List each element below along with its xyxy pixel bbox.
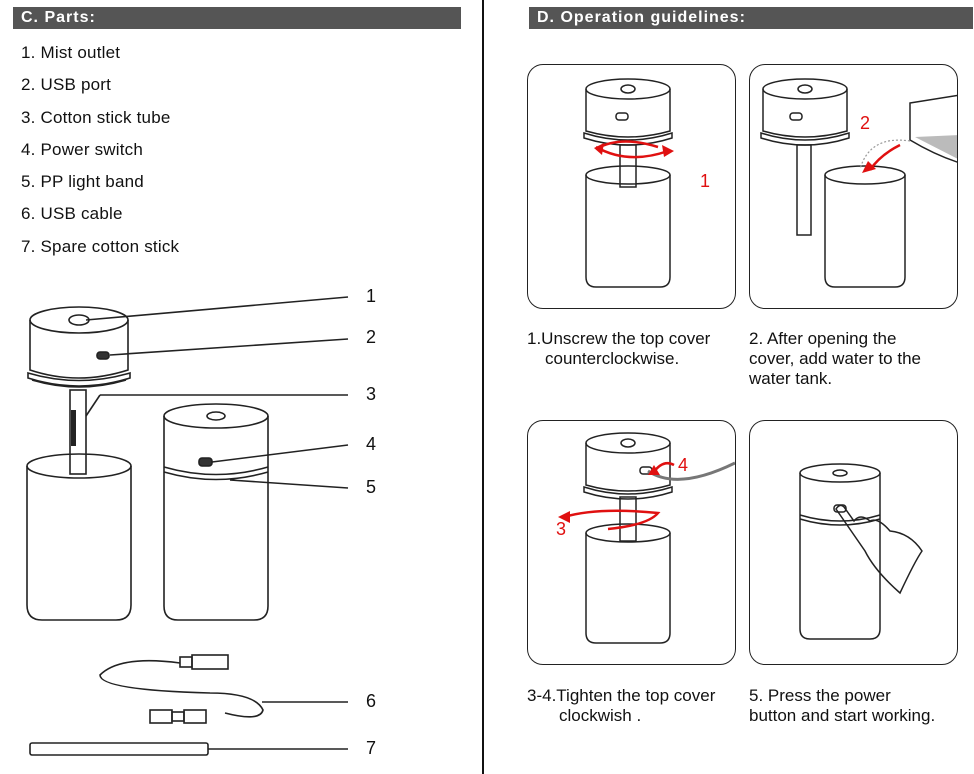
- callout-4: 4: [366, 434, 377, 454]
- pitcher-icon: [909, 94, 957, 163]
- column-divider: [482, 0, 484, 774]
- step34-caption: 3-4.Tighten the top cover clockwish .: [527, 686, 715, 726]
- step2-caption-line3: water tank.: [749, 369, 833, 388]
- step1-illustration: [583, 78, 674, 288]
- step3-number: 3: [556, 519, 567, 539]
- part-item-cotton-stick-tube: 3. Cotton stick tube: [21, 107, 171, 127]
- section-d-heading: D. Operation guidelines:: [529, 7, 973, 29]
- callout-2: 2: [366, 327, 377, 347]
- step34-caption-line1: 3-4.Tighten the top cover: [527, 686, 716, 705]
- step34-panel: 4 3: [527, 420, 736, 665]
- callout-6: 6: [366, 691, 377, 711]
- usb-cable-icon: [99, 659, 264, 718]
- step4-number: 4: [678, 455, 689, 475]
- left-cap-body: [29, 320, 129, 379]
- step1-caption-line2: counterclockwise.: [545, 349, 680, 368]
- step2-caption-line1: 2. After opening the: [749, 329, 897, 348]
- step2-caption: 2. After opening the cover, add water to…: [749, 329, 921, 389]
- step1-number: 1: [700, 171, 711, 191]
- pressing-finger-icon: [835, 504, 923, 595]
- left-cap-top: [29, 306, 129, 334]
- step1-caption-line1: 1.Unscrew the top cover: [527, 329, 711, 348]
- part-item-pp-light-band: 5. PP light band: [21, 172, 144, 192]
- pp-light-band-icon: [163, 466, 269, 481]
- callout-7: 7: [366, 738, 377, 758]
- part-item-mist-outlet: 1. Mist outlet: [21, 43, 121, 62]
- step34-caption-line2: clockwish .: [559, 706, 642, 725]
- clockwise-arrow-icon: [563, 509, 661, 531]
- step1-panel: 1: [527, 64, 736, 309]
- step5-caption: 5. Press the power button and start work…: [749, 686, 935, 726]
- callout-5: 5: [366, 477, 377, 497]
- step2-illustration: [760, 78, 957, 288]
- part-item-spare-cotton-stick: 7. Spare cotton stick: [21, 236, 180, 256]
- section-c-heading: C. Parts:: [13, 7, 461, 29]
- step5-panel: [749, 420, 958, 665]
- step5-caption-line2: button and start working.: [749, 706, 936, 725]
- callout-3: 3: [366, 384, 377, 404]
- left-tank: [26, 466, 132, 621]
- counterclockwise-arrow-icon: [595, 145, 669, 159]
- callout-1: 1: [366, 286, 377, 306]
- step34-illustration: [558, 432, 735, 644]
- part-item-power-switch: 4. Power switch: [21, 139, 144, 159]
- part-item-usb-cable: 6. USB cable: [21, 204, 123, 224]
- usb-port-icon: [96, 351, 110, 360]
- right-top: [163, 403, 269, 429]
- step2-number: 2: [860, 113, 871, 133]
- cotton-stick-tube-icon: [69, 389, 87, 475]
- power-switch-icon: [198, 457, 213, 467]
- parts-diagram: [26, 296, 349, 756]
- step1-caption: 1.Unscrew the top cover counterclockwise…: [527, 329, 710, 369]
- step5-illustration: [799, 463, 923, 640]
- step5-caption-line1: 5. Press the power: [749, 686, 891, 705]
- spare-cotton-stick-icon: [29, 742, 209, 756]
- parts-list: 1. Mist outlet 2. USB port 3. Cotton sti…: [21, 42, 179, 268]
- step2-panel: 2: [749, 64, 958, 309]
- part-item-usb-port: 2. USB port: [21, 75, 112, 95]
- step2-caption-line2: cover, add water to the: [749, 349, 921, 368]
